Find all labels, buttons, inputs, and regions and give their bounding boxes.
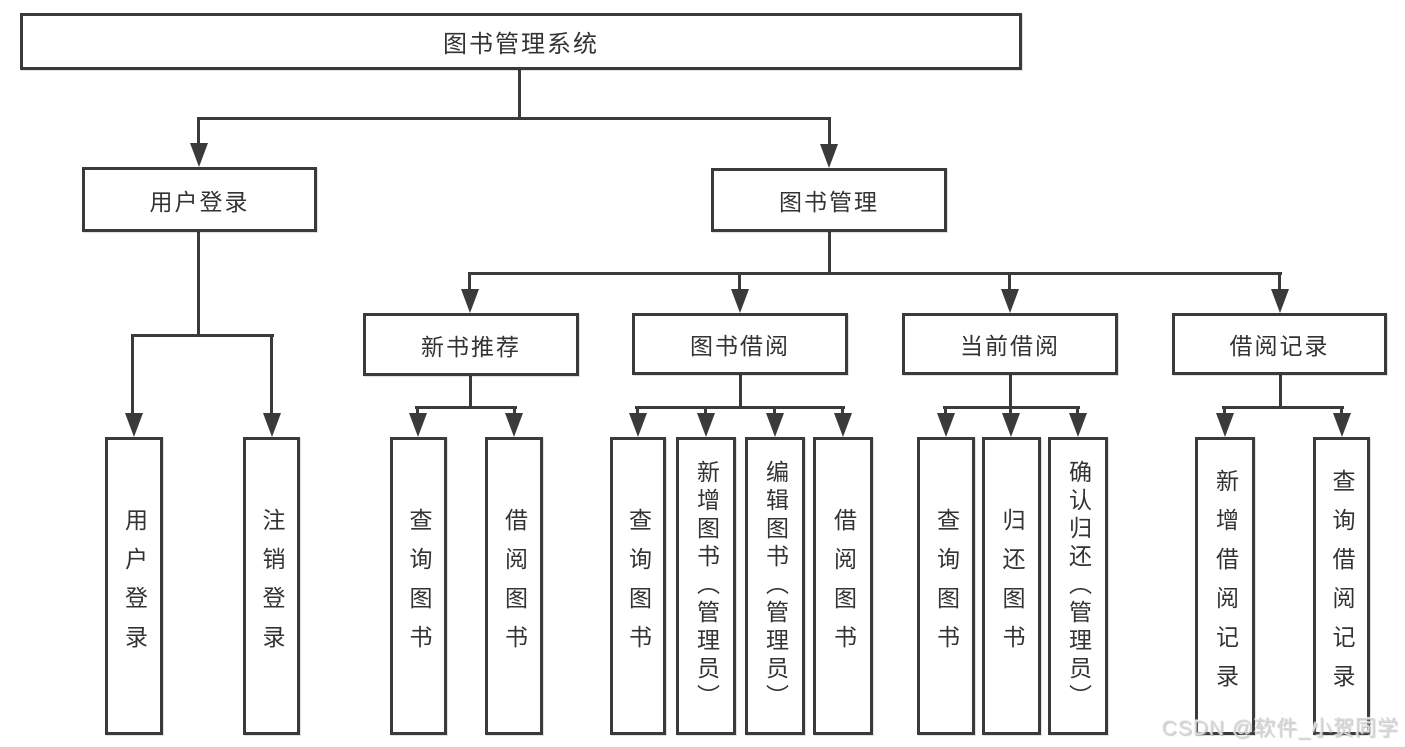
connector-line <box>513 408 516 415</box>
connector-line <box>1223 408 1226 415</box>
node-borrow-records-label: 借阅记录 <box>1229 333 1330 359</box>
node-root-label: 图书管理系统 <box>443 31 599 58</box>
arrow-down-icon <box>1069 413 1087 437</box>
connector-line <box>1076 408 1079 415</box>
connector-line <box>636 408 639 415</box>
leaf-logout: 注销登录 <box>243 437 300 735</box>
node-new-book-recommend-label: 新书推荐 <box>421 333 521 360</box>
connector-line <box>468 272 1282 275</box>
leaf-edit-book-admin-label: 编辑图书（管理员） <box>762 460 789 712</box>
leaf-add-book-admin: 新增图书（管理员） <box>676 437 736 735</box>
connector-line <box>635 406 845 409</box>
node-current-borrow-label: 当前借阅 <box>960 333 1060 359</box>
connector-line <box>828 119 831 146</box>
leaf-borrow-books-recommend: 借阅图书 <box>485 437 543 735</box>
node-current-borrow: 当前借阅 <box>902 313 1118 375</box>
leaf-query-books-recommend: 查询图书 <box>390 437 447 735</box>
leaf-borrow-books-label: 借阅图书 <box>830 508 857 664</box>
node-user-login: 用户登录 <box>82 167 317 232</box>
leaf-confirm-return-admin: 确认归还（管理员） <box>1048 437 1108 735</box>
leaf-logout-label: 注销登录 <box>259 508 285 664</box>
arrow-down-icon <box>505 413 523 437</box>
connector-line <box>1340 408 1343 415</box>
leaf-query-borrow-record-label: 查询借阅记录 <box>1329 469 1355 703</box>
connector-line <box>828 232 831 274</box>
leaf-query-books-recommend-label: 查询图书 <box>406 508 432 664</box>
connector-line <box>773 408 776 415</box>
arrow-down-icon <box>731 289 749 313</box>
node-book-mgmt: 图书管理 <box>711 168 947 232</box>
arrow-down-icon <box>1333 413 1351 437</box>
connector-line <box>197 117 831 120</box>
arrow-down-icon <box>629 413 647 437</box>
connector-line <box>704 408 707 415</box>
leaf-query-books-borrow-label: 查询图书 <box>625 508 652 664</box>
connector-line <box>1278 274 1281 289</box>
connector-line <box>518 70 521 119</box>
node-book-borrow-label: 图书借阅 <box>690 333 790 359</box>
leaf-borrow-books-recommend-label: 借阅图书 <box>501 508 528 664</box>
connector-line <box>1222 406 1344 409</box>
connector-line <box>469 376 472 408</box>
leaf-query-borrow-record: 查询借阅记录 <box>1313 437 1370 735</box>
leaf-borrow-books: 借阅图书 <box>813 437 873 735</box>
leaf-user-login-label: 用户登录 <box>121 508 148 664</box>
connector-line <box>416 408 419 415</box>
arrow-down-icon <box>697 413 715 437</box>
connector-line <box>738 274 741 289</box>
connector-line <box>1008 274 1011 289</box>
watermark: CSDN @软件_小贺同学 <box>1161 717 1399 740</box>
connector-line <box>468 274 471 289</box>
node-book-borrow: 图书借阅 <box>632 313 848 375</box>
leaf-user-login: 用户登录 <box>105 437 163 735</box>
connector-line <box>944 408 947 415</box>
node-book-mgmt-label: 图书管理 <box>779 189 879 215</box>
leaf-confirm-return-admin-label: 确认归还（管理员） <box>1065 460 1092 712</box>
connector-line <box>841 408 844 415</box>
arrow-down-icon <box>1002 413 1020 437</box>
leaf-add-borrow-record: 新增借阅记录 <box>1195 437 1255 735</box>
connector-line <box>197 232 200 336</box>
connector-line <box>943 406 1080 409</box>
leaf-query-books-current: 查询图书 <box>917 437 975 735</box>
arrow-down-icon <box>766 413 784 437</box>
arrow-down-icon <box>1001 289 1019 313</box>
leaf-edit-book-admin: 编辑图书（管理员） <box>745 437 805 735</box>
connector-line <box>197 119 200 145</box>
leaf-return-book-label: 归还图书 <box>999 508 1025 664</box>
arrow-down-icon <box>409 413 427 437</box>
arrow-down-icon <box>820 144 838 168</box>
arrow-down-icon <box>263 413 281 437</box>
connector-line <box>1009 375 1012 408</box>
arrow-down-icon <box>125 413 143 437</box>
leaf-query-books-borrow: 查询图书 <box>610 437 666 735</box>
connector-line <box>1009 408 1012 415</box>
connector-line <box>1279 375 1282 408</box>
node-new-book-recommend: 新书推荐 <box>363 313 579 376</box>
leaf-add-book-admin-label: 新增图书（管理员） <box>693 460 720 712</box>
arrow-down-icon <box>190 143 208 167</box>
leaf-return-book: 归还图书 <box>982 437 1041 735</box>
arrow-down-icon <box>1216 413 1234 437</box>
connector-line <box>131 334 274 337</box>
connector-line <box>131 336 134 413</box>
connector-line <box>739 375 742 408</box>
arrow-down-icon <box>1271 289 1289 313</box>
leaf-add-borrow-record-label: 新增借阅记录 <box>1212 469 1239 703</box>
node-root: 图书管理系统 <box>20 13 1022 70</box>
node-borrow-records: 借阅记录 <box>1172 313 1387 375</box>
connector-line <box>270 336 273 413</box>
connector-line <box>415 406 517 409</box>
arrow-down-icon <box>834 413 852 437</box>
arrow-down-icon <box>461 289 479 313</box>
leaf-query-books-current-label: 查询图书 <box>933 508 960 664</box>
arrow-down-icon <box>937 413 955 437</box>
node-user-login-label: 用户登录 <box>149 188 250 215</box>
